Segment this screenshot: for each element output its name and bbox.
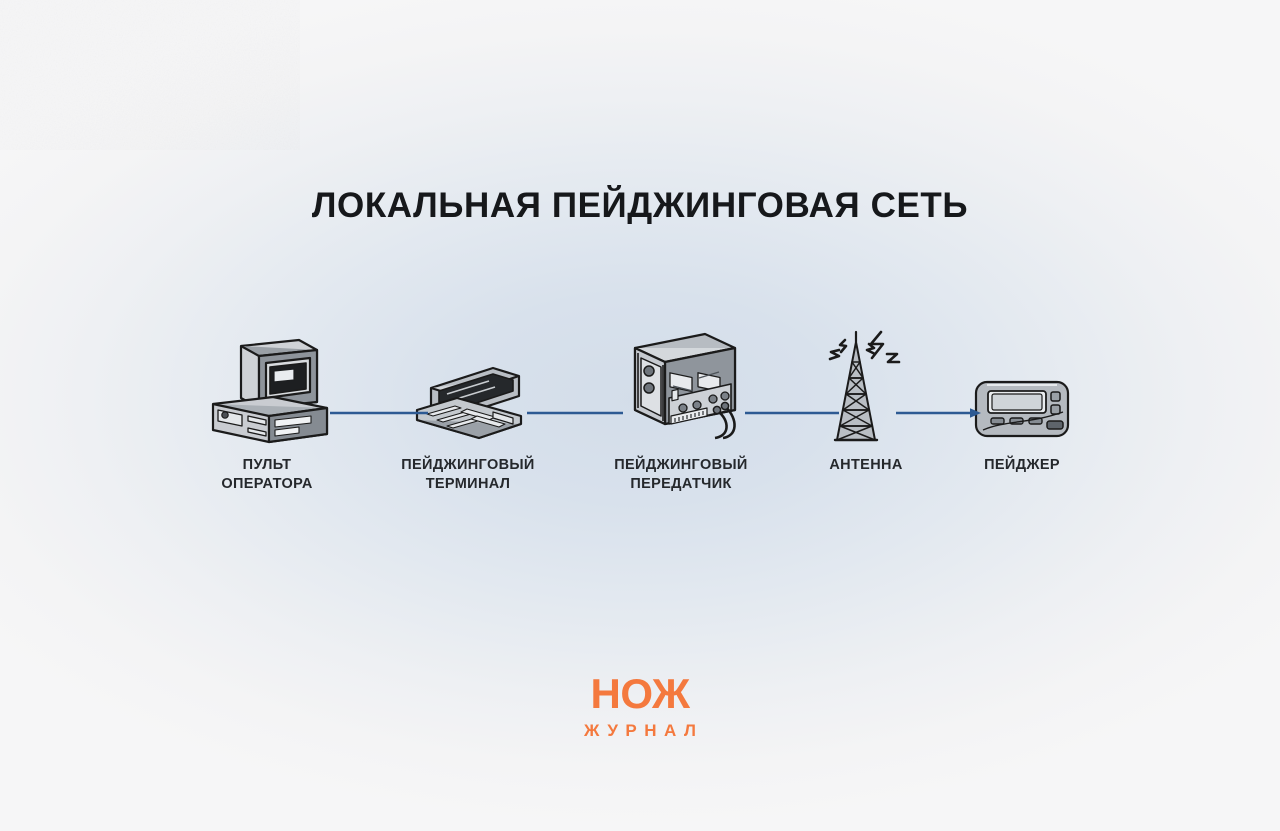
connector-operator-to-terminal bbox=[330, 406, 428, 420]
diagram-node-pager: ПЕЙДЖЕР bbox=[932, 318, 1112, 518]
network-flow-diagram: ПУЛЬТ ОПЕРАТОРА bbox=[0, 318, 1280, 518]
grain-texture bbox=[0, 0, 300, 150]
portable-terminal-icon bbox=[378, 318, 558, 448]
diagram-node-paging-transmitter: ПЕЙДЖИНГОВЫЙ ПЕРЕДАТЧИК bbox=[591, 318, 771, 518]
diagram-node-paging-terminal: ПЕЙДЖИНГОВЫЙ ТЕРМИНАЛ bbox=[378, 318, 558, 518]
diagram-node-label: ПЕЙДЖИНГОВЫЙ ПЕРЕДАТЧИК bbox=[614, 457, 748, 492]
desktop-computer-icon bbox=[177, 318, 357, 448]
pager-device-icon bbox=[932, 318, 1112, 448]
diagram-node-operator-console: ПУЛЬТ ОПЕРАТОРА bbox=[177, 318, 357, 518]
transmitter-unit-icon bbox=[591, 318, 771, 448]
diagram-node-label: ПУЛЬТ ОПЕРАТОРА bbox=[221, 457, 313, 492]
connector-terminal-to-transmitter bbox=[527, 406, 623, 420]
connector-transmitter-to-antenna bbox=[745, 406, 839, 420]
diagram-node-label: ПЕЙДЖЕР bbox=[984, 457, 1060, 473]
brand-logo: НОЖ ЖУРНАЛ bbox=[0, 670, 1280, 741]
brand-logo-subtitle: ЖУРНАЛ bbox=[584, 721, 704, 740]
page-title: ЛОКАЛЬНАЯ ПЕЙДЖИНГОВАЯ СЕТЬ bbox=[311, 186, 969, 225]
diagram-node-label: АНТЕННА bbox=[829, 457, 903, 473]
brand-logo-main: НОЖ bbox=[590, 670, 690, 717]
antenna-tower-icon bbox=[776, 318, 956, 448]
diagram-node-label: ПЕЙДЖИНГОВЫЙ ТЕРМИНАЛ bbox=[401, 457, 535, 492]
diagram-node-antenna: АНТЕННА bbox=[776, 318, 956, 518]
connector-antenna-to-pager bbox=[896, 406, 982, 420]
